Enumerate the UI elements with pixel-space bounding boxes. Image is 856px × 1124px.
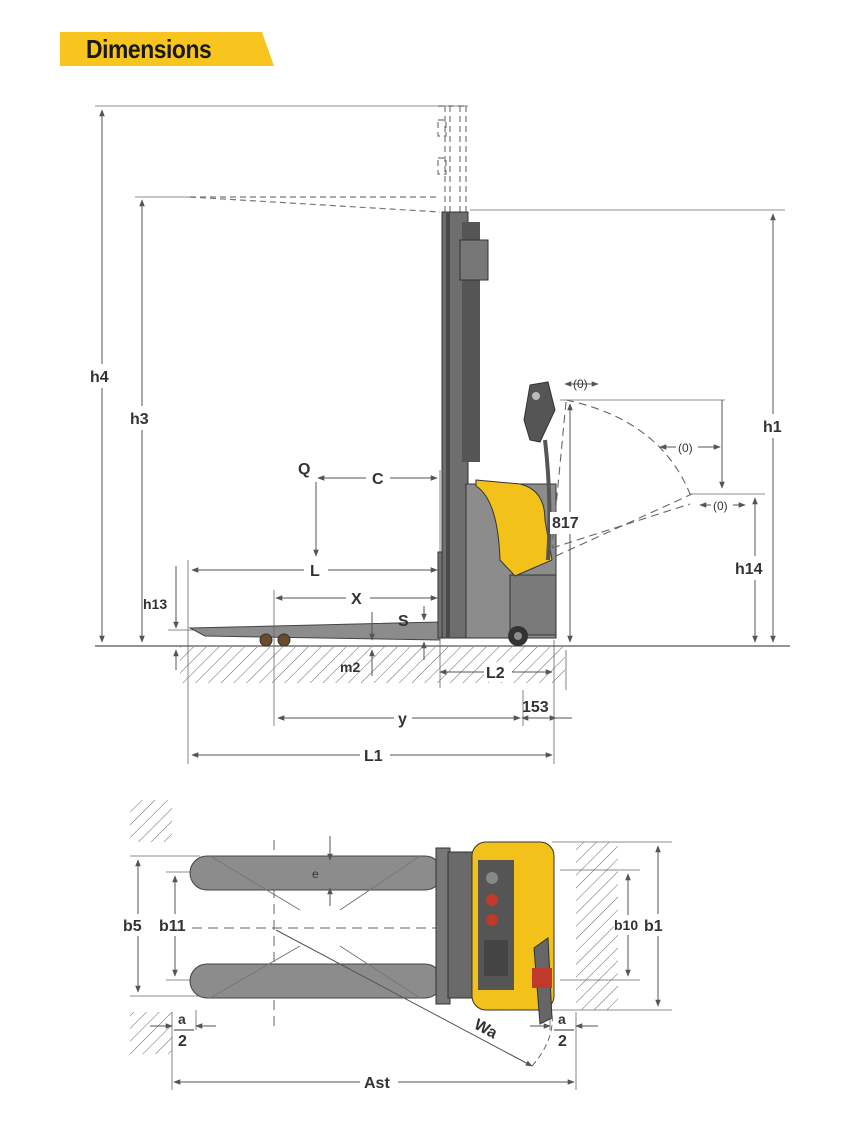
label-h4: h4	[90, 369, 109, 386]
label-h13: h13	[143, 596, 167, 612]
wall-hatch-top-left	[130, 800, 172, 842]
header-band-shape	[60, 32, 274, 66]
floor-hatch-left	[180, 647, 440, 683]
top-view: Wa e b5 b11 b10 b1 a 2 a 2	[120, 800, 672, 1092]
label-a-left: a	[178, 1011, 186, 1027]
label-L1: L1	[364, 748, 383, 765]
truck-side-body	[188, 211, 557, 647]
extended-mast-ghost	[189, 105, 468, 213]
label-b1: b1	[644, 918, 663, 935]
section-title: Dimensions	[86, 34, 212, 64]
label-b11: b11	[159, 918, 186, 935]
label-153: 153	[522, 699, 549, 716]
label-X: X	[351, 591, 362, 608]
label-S: S	[398, 613, 409, 630]
section-header: Dimensions	[60, 32, 274, 66]
label-Q: Q	[298, 461, 310, 478]
label-2-right: 2	[558, 1033, 567, 1050]
label-L2: L2	[486, 665, 505, 682]
dim-Wa-line	[275, 929, 533, 1067]
label-C: C	[372, 471, 384, 488]
label-2-left: 2	[178, 1033, 187, 1050]
label-angle-mid: (0)	[678, 441, 693, 455]
wall-hatch-bottom-left	[130, 1012, 172, 1054]
label-817: 817	[552, 515, 579, 532]
label-angle-low: (0)	[713, 499, 728, 513]
label-h14: h14	[735, 561, 763, 578]
side-view: h4 h3 h1 h14 h13	[86, 105, 790, 765]
label-a-right: a	[558, 1011, 566, 1027]
label-b5: b5	[123, 918, 142, 935]
fork-bottom	[189, 963, 443, 999]
label-h1: h1	[763, 419, 782, 436]
label-L: L	[310, 563, 320, 580]
label-angle-top: (0)	[573, 377, 588, 391]
label-Wa: Wa	[471, 1016, 500, 1042]
label-b10: b10	[614, 917, 638, 933]
label-y: y	[398, 711, 407, 728]
wall-hatch-right	[576, 842, 618, 1010]
label-h3: h3	[130, 411, 149, 428]
label-e: e	[312, 867, 319, 881]
label-Ast: Ast	[364, 1075, 390, 1092]
label-m2: m2	[340, 659, 360, 675]
